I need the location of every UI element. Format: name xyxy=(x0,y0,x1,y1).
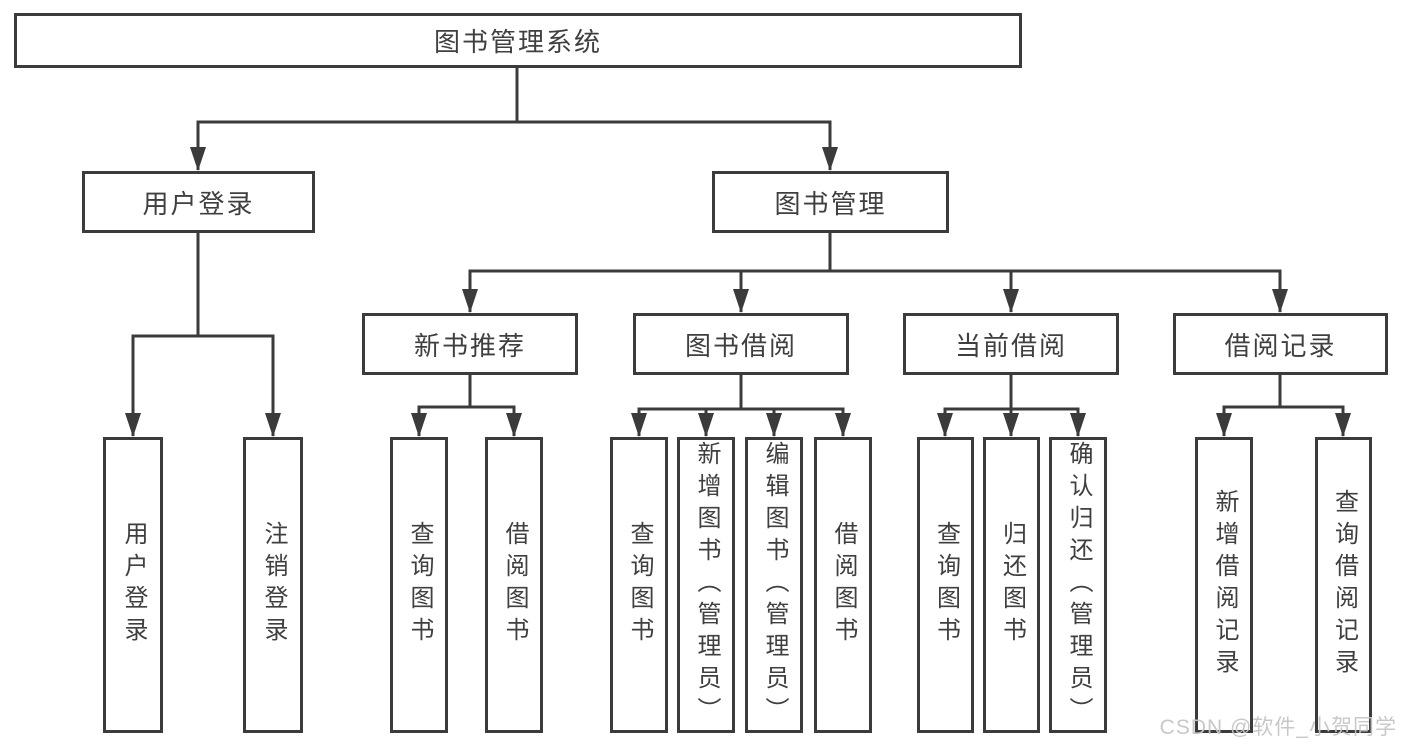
node-new-book-recommend: 新书推荐 xyxy=(362,313,578,375)
node-current-borrowing: 当前借阅 xyxy=(903,313,1119,375)
leaf-borrow-books-2: 借阅图书 xyxy=(814,437,872,733)
leaf-query-books-2: 查询图书 xyxy=(610,437,668,733)
leaf-label: 用户登录 xyxy=(120,521,147,649)
leaf-label: 新增图书（管理员） xyxy=(693,441,720,729)
leaf-label: 查询图书 xyxy=(406,521,433,649)
leaf-label: 借阅图书 xyxy=(830,521,857,649)
leaf-label: 注销登录 xyxy=(260,521,287,649)
leaf-edit-books-admin: 编辑图书（管理员） xyxy=(745,437,803,733)
leaf-query-books-3: 查询图书 xyxy=(917,437,974,733)
leaf-label: 查询图书 xyxy=(932,521,960,649)
node-book-borrowing: 图书借阅 xyxy=(633,313,849,375)
leaf-add-borrow-record: 新增借阅记录 xyxy=(1195,437,1253,733)
leaf-logout-login: 注销登录 xyxy=(243,437,303,733)
leaf-label: 查询图书 xyxy=(626,521,653,649)
leaf-borrow-books-1: 借阅图书 xyxy=(485,437,543,733)
leaf-return-books: 归还图书 xyxy=(983,437,1040,733)
node-book-management: 图书管理 xyxy=(712,171,949,233)
node-user-login: 用户登录 xyxy=(82,171,315,233)
leaf-confirm-return-admin: 确认归还（管理员） xyxy=(1049,437,1107,733)
leaf-add-books-admin: 新增图书（管理员） xyxy=(677,437,735,733)
leaf-query-books-1: 查询图书 xyxy=(390,437,448,733)
node-library-system: 图书管理系统 xyxy=(14,13,1022,68)
node-borrowing-records: 借阅记录 xyxy=(1173,313,1388,375)
leaf-query-borrow-record: 查询借阅记录 xyxy=(1315,437,1372,733)
leaf-label: 确认归还（管理员） xyxy=(1065,441,1092,729)
leaf-label: 借阅图书 xyxy=(501,521,528,649)
leaf-label: 归还图书 xyxy=(998,521,1026,649)
leaf-label: 编辑图书（管理员） xyxy=(761,441,788,729)
leaf-label: 新增借阅记录 xyxy=(1211,489,1238,681)
leaf-user-login: 用户登录 xyxy=(103,437,163,733)
leaf-label: 查询借阅记录 xyxy=(1330,489,1358,681)
csdn-watermark: CSDN @软件_小贺同学 xyxy=(1159,716,1397,739)
